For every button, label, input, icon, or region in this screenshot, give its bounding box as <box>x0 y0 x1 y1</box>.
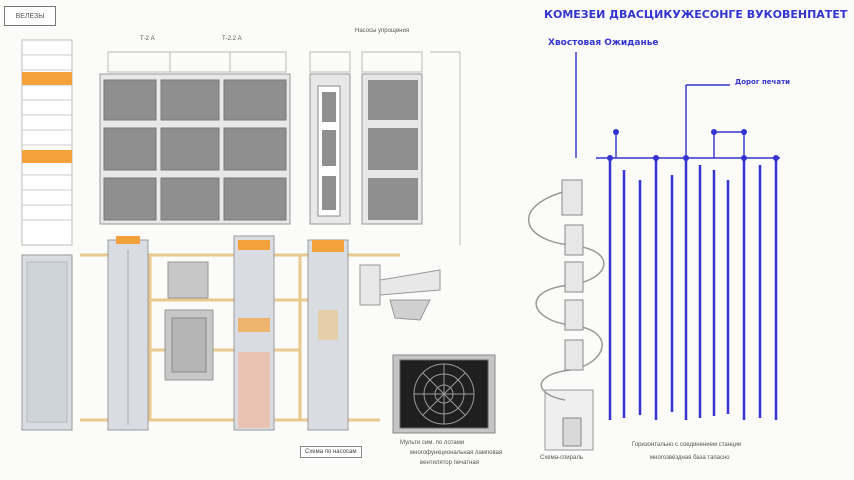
right-title: КОМЕЗЕИ ДВАСЦИКУЖЕСОНГЕ ВУКОВЕНПАТЕТ <box>544 8 848 21</box>
blue-nodes <box>607 129 779 161</box>
blue-vertical-lines <box>608 158 778 420</box>
dim-left-label: Т-2 А <box>140 36 155 42</box>
left-stack-column <box>21 39 73 246</box>
right-subtitle: Хвостовая Ожиданье <box>548 38 659 48</box>
top-panel-grid <box>99 51 291 225</box>
pump-scheme-caption: Схема по насосам <box>300 446 362 458</box>
bottom-left-column <box>21 254 73 431</box>
bottom-column-2 <box>164 261 214 381</box>
bottom-column-4 <box>307 239 349 431</box>
fan-caption-1: Мульти сим. по лотами <box>400 440 465 446</box>
fan-caption-2: многофункциональная ламповая <box>410 450 503 456</box>
top-title-label: Насосы упрощения <box>355 28 410 34</box>
top-middle-unit <box>309 51 351 225</box>
bottom-column-1 <box>107 236 149 431</box>
spiral-label: Схема-спираль <box>540 455 583 461</box>
top-left-tag: ВЕЛЕЗЫ <box>4 6 56 26</box>
blue-schematic <box>575 52 780 159</box>
spiral-structure <box>527 179 605 451</box>
top-right-panel <box>361 51 461 245</box>
right-caption-1: Горизонтально с соединением станции <box>632 442 742 448</box>
fan-caption-3: вентилятор печатная <box>420 460 480 466</box>
dim-mid-label: Т-2.2 А <box>222 36 242 42</box>
bracket-device <box>359 264 441 321</box>
right-caption-2: многозвёздная база тапасно <box>650 455 730 461</box>
fan-grille <box>392 354 496 434</box>
callout-right: Дорог печати <box>735 78 791 86</box>
bottom-column-3 <box>233 235 275 431</box>
